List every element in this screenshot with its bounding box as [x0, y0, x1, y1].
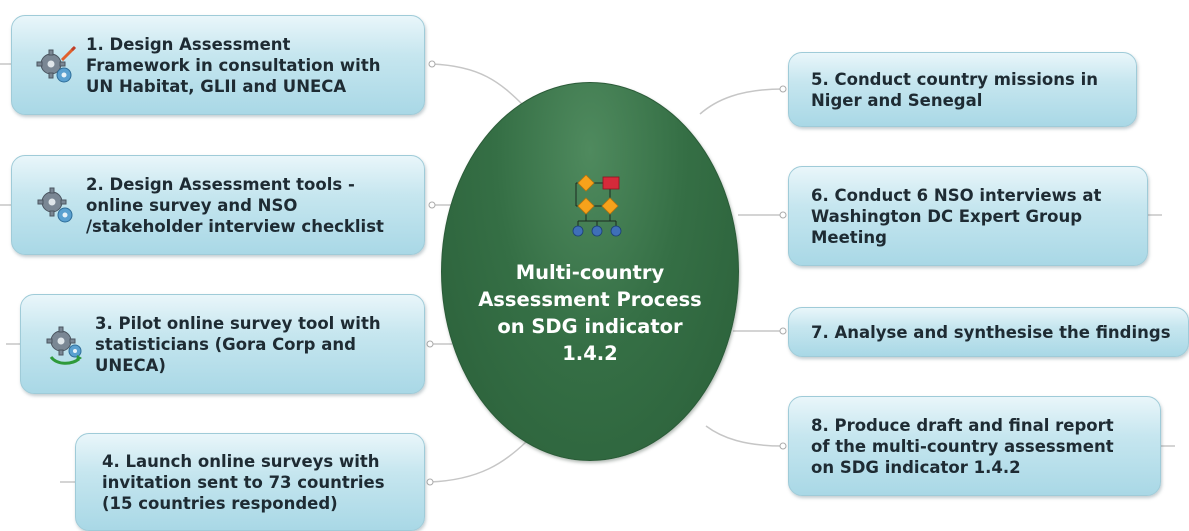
- flowchart-icon: [572, 175, 622, 237]
- gear-pencil-icon: [36, 45, 77, 83]
- node-4-text: 4. Launch online surveys with invitation…: [102, 451, 385, 513]
- node-6[interactable]: 6. Conduct 6 NSO interviews at Washingto…: [788, 166, 1148, 266]
- connector-1: [431, 63, 525, 107]
- node-2[interactable]: 2. Design Assessment tools - online surv…: [11, 155, 425, 255]
- node-7-text: 7. Analyse and synthesise the findings: [811, 322, 1171, 342]
- central-title: Multi-country Assessment Process on SDG …: [478, 261, 702, 365]
- connector-dot-7: [779, 327, 787, 335]
- gear-icon: [37, 187, 73, 223]
- connector-dot-6: [779, 211, 787, 219]
- connector-dot-4: [426, 478, 434, 486]
- node-7[interactable]: 7. Analyse and synthesise the findings: [788, 307, 1189, 357]
- node-1[interactable]: 1. Design Assessment Framework in consul…: [11, 15, 425, 115]
- node-1-text: 1. Design Assessment Framework in consul…: [86, 34, 381, 96]
- connector-5: [699, 88, 784, 115]
- connector-dot-2: [428, 201, 436, 209]
- connector-dot-1: [428, 60, 436, 68]
- node-4[interactable]: 4. Launch online surveys with invitation…: [75, 433, 425, 531]
- connector-dot-8: [779, 442, 787, 450]
- node-5-text: 5. Conduct country missions in Niger and…: [811, 69, 1098, 110]
- node-3[interactable]: 3. Pilot online survey tool with statist…: [20, 294, 425, 394]
- node-2-text: 2. Design Assessment tools - online surv…: [86, 174, 384, 236]
- node-5[interactable]: 5. Conduct country missions in Niger and…: [788, 52, 1137, 127]
- node-3-text: 3. Pilot online survey tool with statist…: [95, 313, 381, 375]
- connector-dot-5: [779, 85, 787, 93]
- node-8[interactable]: 8. Produce draft and final report of the…: [788, 396, 1161, 496]
- connector-4: [429, 441, 527, 483]
- connector-dot-3: [426, 340, 434, 348]
- node-8-text: 8. Produce draft and final report of the…: [811, 415, 1114, 477]
- connector-8: [705, 425, 784, 447]
- gear-refresh-icon: [46, 326, 82, 365]
- node-6-text: 6. Conduct 6 NSO interviews at Washingto…: [811, 185, 1102, 247]
- central-node[interactable]: Multi-country Assessment Process on SDG …: [441, 82, 739, 461]
